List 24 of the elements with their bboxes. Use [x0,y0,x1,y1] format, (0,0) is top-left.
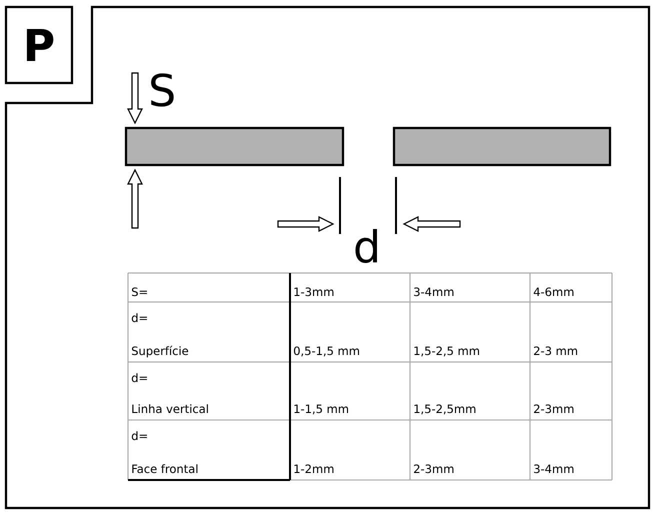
table-cell-text: Superfície [132,346,188,358]
table-cell-text: 3-4mm [414,287,454,296]
table-cell-text: d= [132,313,147,322]
table-cell-text: Linha vertical [132,404,208,414]
table-cell-text: 1-1,5 mm [294,404,348,414]
dimension-label: d [355,228,377,264]
table-cell-text: 1,5-2,5mm [414,404,476,414]
panel-letter-box: P [4,6,74,84]
table-cell-text: 2-3mm [414,464,454,474]
table-cell-text: 0,5-1,5 mm [294,346,359,356]
table-cell-text: 2-3mm [534,404,574,414]
table-cell-text: 1-2mm [294,464,334,473]
table-cell-text: d= [132,373,147,382]
table-cell-text: 1,5-2,5 mm [414,346,479,356]
table-cell-text: S= [132,287,147,296]
table-cell-text: 2-3 mm [534,346,578,356]
table-cell-text: 4-6mm [534,287,574,296]
plate [124,126,344,166]
table-cell-text: d= [132,431,147,440]
table-cell-text: Face frontal [132,464,198,474]
plate [392,126,612,166]
table-cell-text: 1-3mm [294,287,334,296]
dimension-label: S [151,73,174,107]
table-cell-text: 3-4mm [534,464,574,474]
